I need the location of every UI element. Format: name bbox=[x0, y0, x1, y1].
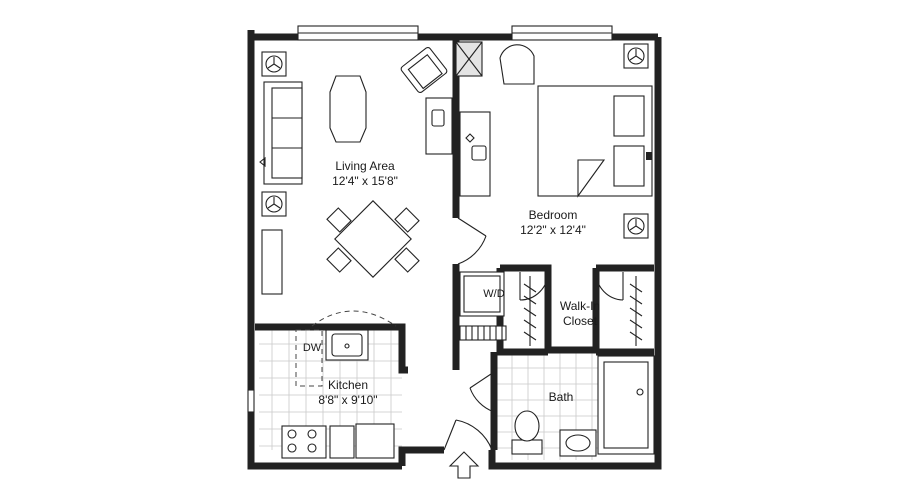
bed bbox=[537, 85, 653, 198]
toilet bbox=[511, 410, 543, 455]
bath-door bbox=[469, 371, 495, 413]
bath-label: Bath bbox=[549, 390, 574, 404]
kitchen-sink bbox=[325, 329, 369, 361]
closet-door-right bbox=[595, 271, 624, 301]
shower bbox=[597, 355, 655, 455]
entry-door bbox=[443, 419, 493, 451]
fan-icon bbox=[261, 191, 287, 217]
fan-icon bbox=[623, 213, 649, 239]
washer-dryer-label: W/D bbox=[483, 288, 504, 300]
washer-dryer bbox=[459, 271, 505, 317]
armchair-bedroom bbox=[499, 44, 535, 85]
living-area-label: Living Area bbox=[335, 159, 395, 173]
shelving bbox=[459, 325, 507, 341]
outlet-bedroom bbox=[646, 152, 652, 160]
desk-living bbox=[425, 97, 453, 155]
stove bbox=[281, 425, 327, 459]
bedroom-door bbox=[457, 217, 487, 265]
dishwasher-label: DW bbox=[303, 342, 322, 354]
living-area-dims: 12'4" x 15'8" bbox=[332, 174, 398, 188]
desk-bedroom bbox=[459, 111, 491, 197]
sofa bbox=[263, 81, 303, 185]
kitchen-pass-through bbox=[311, 310, 397, 327]
walk-in-closet-label-2: Closet bbox=[563, 314, 598, 328]
entry-arrow-icon bbox=[448, 451, 480, 479]
refrigerator bbox=[355, 423, 395, 459]
dining-set bbox=[326, 200, 420, 278]
outlet-living bbox=[259, 156, 266, 168]
bath-sink bbox=[559, 429, 597, 457]
kitchen-dims: 8'8" x 9'10" bbox=[318, 393, 377, 407]
exterior-walls bbox=[247, 30, 662, 470]
bath-tile-floor bbox=[497, 352, 600, 460]
fan-icon bbox=[261, 51, 287, 77]
closet-door-left bbox=[519, 271, 549, 301]
bedroom-label: Bedroom bbox=[529, 208, 578, 222]
kitchen-wall-vent bbox=[247, 389, 255, 413]
side-table bbox=[455, 41, 483, 77]
counter bbox=[329, 425, 355, 459]
closet-rods bbox=[523, 276, 643, 346]
coffee-table bbox=[329, 75, 367, 143]
walk-in-closet-label: Walk-In bbox=[560, 299, 600, 313]
window-bedroom bbox=[511, 25, 613, 41]
media-console bbox=[261, 229, 283, 295]
dishwasher bbox=[295, 329, 323, 387]
window-living bbox=[297, 25, 419, 41]
armchair bbox=[400, 46, 448, 94]
bedroom-dims: 12'2" x 12'4" bbox=[520, 223, 586, 237]
kitchen-label: Kitchen bbox=[328, 378, 368, 392]
fan-icon bbox=[623, 43, 649, 69]
